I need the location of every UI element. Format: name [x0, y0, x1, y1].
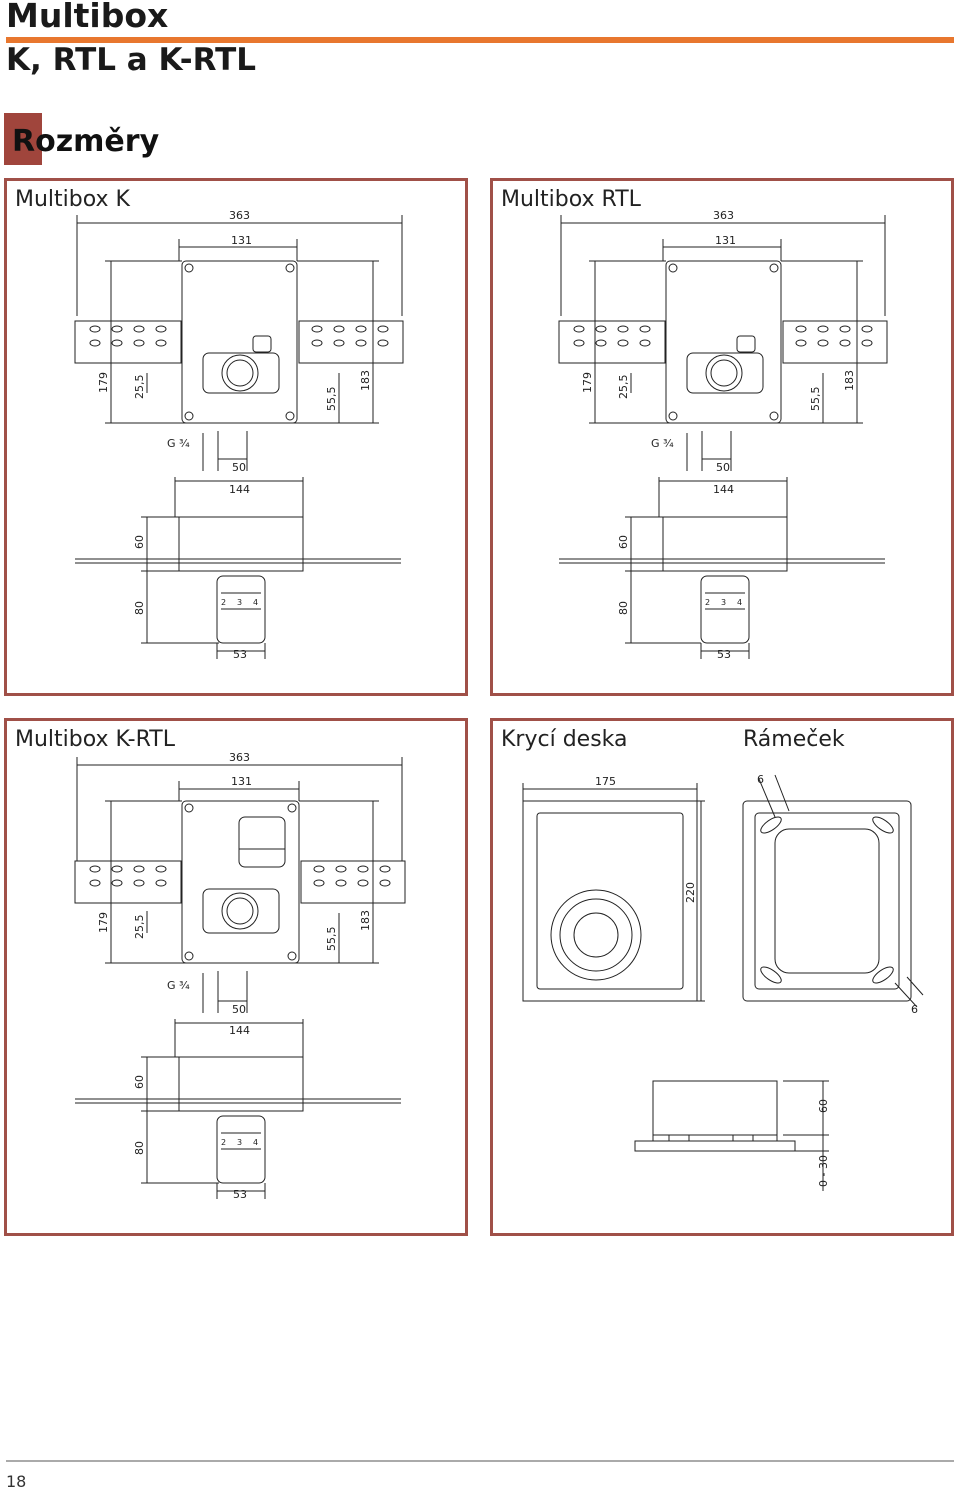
- dim-183: 183: [359, 370, 372, 391]
- panel-cover-and-frame: 175 220 6 6 60 0 - 30 Krycí deska Rámeče…: [490, 718, 954, 1236]
- panel-title-frame: Rámeček: [743, 727, 845, 752]
- dim-220: 220: [684, 882, 697, 903]
- dim-60: 60: [817, 1099, 830, 1113]
- dim-80: 80: [617, 601, 630, 615]
- scale-2: 2: [221, 598, 226, 607]
- multibox-k-drawing: 363 131 179 25,5 55,5 183 G ³⁄₄ 50 144 6…: [74, 209, 404, 661]
- scale-3: 3: [721, 598, 726, 607]
- dim-53: 53: [233, 648, 247, 661]
- section-marker: [4, 113, 42, 165]
- dim-g34: G ³⁄₄: [167, 979, 190, 992]
- panel-title-rtl: Multibox RTL: [501, 187, 641, 212]
- dim-80: 80: [133, 601, 146, 615]
- dim-25-5: 25,5: [133, 915, 146, 940]
- dim-363: 363: [229, 209, 250, 222]
- title-rule: [6, 37, 954, 43]
- dim-55-5: 55,5: [809, 387, 822, 412]
- footer-rule: [6, 1460, 954, 1462]
- dim-60: 60: [133, 535, 146, 549]
- dim-60: 60: [133, 1075, 146, 1089]
- dim-144: 144: [229, 483, 250, 496]
- page-number: 18: [6, 1472, 27, 1491]
- dim-25-5: 25,5: [617, 375, 630, 400]
- multibox-k-rtl-drawing: 363 131 179 25,5 55,5 183 G ³⁄₄ 50 144 6…: [74, 751, 406, 1201]
- cover-frame-drawing: 175 220 6 6 60 0 - 30: [522, 773, 924, 1191]
- dim-183: 183: [843, 370, 856, 391]
- dim-g34: G ³⁄₄: [167, 437, 190, 450]
- dim-131: 131: [231, 234, 252, 247]
- dim-179: 179: [97, 372, 110, 393]
- dim-131: 131: [231, 775, 252, 788]
- doc-title: Multibox: [6, 0, 169, 35]
- scale-3: 3: [237, 1138, 242, 1147]
- dim-179: 179: [581, 372, 594, 393]
- dim-175: 175: [595, 775, 616, 788]
- panel-multibox-rtl: 363 131 179 25,5 55,5 183 G ³⁄₄ 50 144 6…: [490, 178, 954, 696]
- dim-144: 144: [229, 1024, 250, 1037]
- dim-60: 60: [617, 535, 630, 549]
- dim-183: 183: [359, 910, 372, 931]
- dim-144: 144: [713, 483, 734, 496]
- dim-53: 53: [233, 1188, 247, 1201]
- dim-55-5: 55,5: [325, 387, 338, 412]
- scale-2: 2: [221, 1138, 226, 1147]
- panel-multibox-k: 363 131 179 25,5 55,5 183 G ³⁄₄ 50 144 6…: [4, 178, 468, 696]
- scale-4: 4: [737, 598, 742, 607]
- doc-subtitle: K, RTL a K-RTL: [6, 42, 257, 78]
- dim-0-30: 0 - 30: [817, 1155, 830, 1187]
- dim-50: 50: [716, 461, 730, 474]
- section-title: Rozměry: [12, 124, 160, 159]
- panel-multibox-k-rtl: 363 131 179 25,5 55,5 183 G ³⁄₄ 50 144 6…: [4, 718, 468, 1236]
- dim-g34: G ³⁄₄: [651, 437, 674, 450]
- panel-title-k-rtl: Multibox K-RTL: [15, 727, 175, 752]
- dim-25-5: 25,5: [133, 375, 146, 400]
- scale-2: 2: [705, 598, 710, 607]
- dim-50: 50: [232, 461, 246, 474]
- dim-53: 53: [717, 648, 731, 661]
- panel-title-cover: Krycí deska: [501, 727, 628, 752]
- panel-title-k: Multibox K: [15, 187, 130, 212]
- dim-131: 131: [715, 234, 736, 247]
- multibox-rtl-drawing: 363 131 179 25,5 55,5 183 G ³⁄₄ 50 144 6…: [558, 209, 888, 661]
- scale-4: 4: [253, 1138, 258, 1147]
- dim-6-bottom: 6: [911, 1003, 918, 1016]
- dim-179: 179: [97, 912, 110, 933]
- scale-4: 4: [253, 598, 258, 607]
- dim-50: 50: [232, 1003, 246, 1016]
- dim-80: 80: [133, 1141, 146, 1155]
- dim-55-5: 55,5: [325, 927, 338, 952]
- dim-363: 363: [229, 751, 250, 764]
- scale-3: 3: [237, 598, 242, 607]
- dim-363: 363: [713, 209, 734, 222]
- dim-6-top: 6: [757, 773, 764, 786]
